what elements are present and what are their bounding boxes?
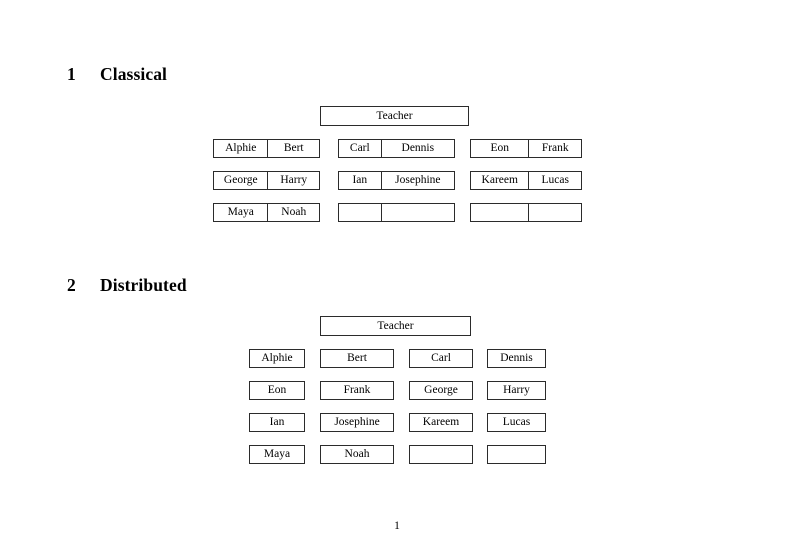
classical-group: Maya Noah	[213, 203, 320, 222]
student-box: Harry	[487, 381, 546, 400]
student-box: Lucas	[487, 413, 546, 432]
student-cell: Frank	[528, 140, 581, 157]
student-cell-empty	[528, 204, 581, 221]
student-cell: Carl	[349, 142, 370, 154]
student-cell-empty	[339, 204, 381, 221]
student-cell: Noah	[267, 204, 319, 221]
classical-group: Eon Frank	[470, 139, 582, 158]
classical-group-empty	[338, 203, 455, 222]
student-cell: Lucas	[528, 172, 581, 189]
section-number: 2	[67, 275, 76, 295]
section-title: Distributed	[100, 275, 187, 295]
student-box: Bert	[320, 349, 394, 368]
student-box: Eon	[249, 381, 305, 400]
student-cell: Eon	[490, 142, 509, 154]
distributed-teacher-box: Teacher	[320, 316, 471, 336]
section-heading-classical: 1 Classical	[67, 64, 167, 85]
student-cell-empty	[380, 204, 454, 221]
student-cell: Kareem	[481, 174, 518, 186]
section-heading-distributed: 2 Distributed	[67, 275, 187, 296]
student-box: Kareem	[409, 413, 473, 432]
student-cell: Alphie	[225, 142, 257, 154]
classical-group: Kareem Lucas	[470, 171, 582, 190]
student-cell: George	[223, 174, 258, 186]
student-box: Ian	[249, 413, 305, 432]
classical-group: Ian Josephine	[338, 171, 455, 190]
student-box: George	[409, 381, 473, 400]
student-box-empty	[409, 445, 473, 464]
student-box: Carl	[409, 349, 473, 368]
section-title: Classical	[100, 64, 168, 84]
classical-group: George Harry	[213, 171, 320, 190]
student-box: Noah	[320, 445, 394, 464]
student-cell: Ian	[352, 174, 368, 186]
student-cell: Harry	[267, 172, 319, 189]
student-box: Alphie	[249, 349, 305, 368]
student-cell: Dennis	[380, 140, 454, 157]
student-cell: Bert	[267, 140, 319, 157]
student-cell: Josephine	[380, 172, 454, 189]
student-box: Frank	[320, 381, 394, 400]
student-cell-empty	[471, 204, 528, 221]
classical-group: Carl Dennis	[338, 139, 455, 158]
page-number: 1	[394, 520, 400, 532]
classical-teacher-box: Teacher	[320, 106, 469, 126]
classical-group-empty	[470, 203, 582, 222]
student-box: Josephine	[320, 413, 394, 432]
student-box: Dennis	[487, 349, 546, 368]
section-number: 1	[67, 64, 76, 84]
student-box-empty	[487, 445, 546, 464]
classical-group: Alphie Bert	[213, 139, 320, 158]
student-box: Maya	[249, 445, 305, 464]
student-cell: Maya	[227, 206, 254, 218]
